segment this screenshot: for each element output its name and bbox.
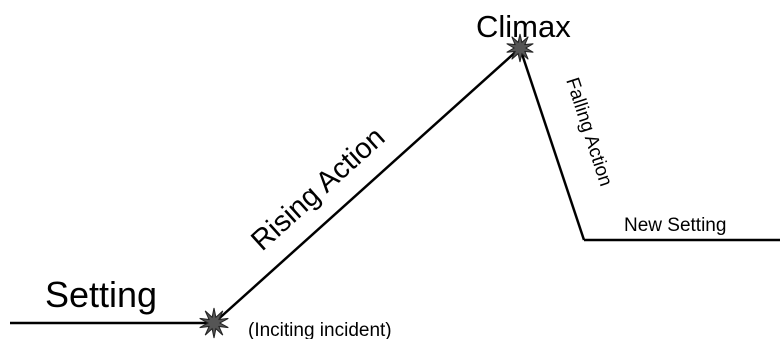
climax-label: Climax [476,9,571,44]
inciting-incident-label: (Inciting incident) [248,320,392,339]
climax-burst-icon [506,33,534,63]
inciting-incident-burst-icon [199,307,229,339]
rising-action-label: Rising Action [245,121,391,257]
falling-action-line [518,47,586,241]
new-setting-label: New Setting [624,215,726,236]
setting-label: Setting [45,274,157,315]
rising-action-line [213,47,521,324]
falling-action-label: Falling Action [561,75,616,189]
